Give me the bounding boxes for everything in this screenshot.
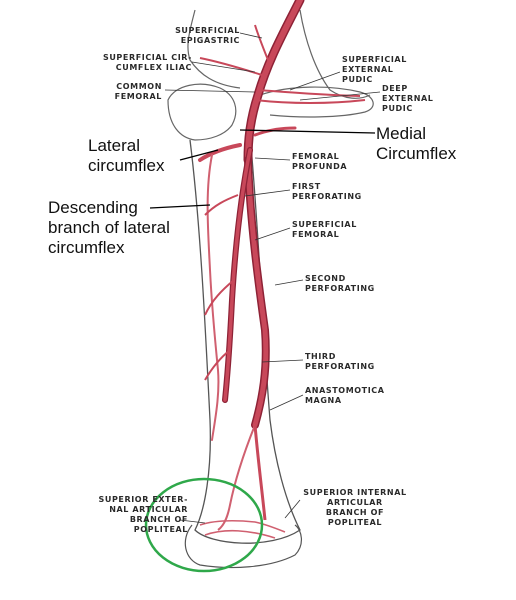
label-superficial-femoral: SUPERFICIAL FEMORAL [292,220,357,239]
second-perforating-artery [204,279,235,316]
label-anastomotica-magna: ANASTOMOTICA MAGNA [305,386,385,405]
label-superior-internal-articular: SUPERIOR INTERNAL ARTICULAR BRANCH OF PO… [303,488,407,527]
annotation-pointers [149,129,376,209]
pelvis-outline [187,9,371,99]
label-common-femoral: COMMON FEMORAL [114,82,162,101]
superficial-circumflex-iliac-artery [199,57,263,76]
label-superficial-circumflex-iliac: SUPERFICIAL CIR- CUMFLEX ILIAC [102,53,192,72]
knee-highlight-circle [144,477,264,573]
label-first-perforating: FIRST PERFORATING [292,182,362,201]
superficial-femoral-artery-fill [245,157,269,428]
femur-head-outline [167,83,237,141]
femur-condyle-outline [184,524,302,569]
label-superficial-external-pudic: SUPERFICIAL EXTERNAL PUDIC [342,55,407,84]
annotation-lateral-circumflex: Lateral circumflex [88,136,165,175]
pubis-outline [259,86,374,118]
superficial-epigastric-artery [254,24,269,61]
label-leaders [164,32,381,524]
anastomotica-magna-artery [217,424,256,531]
third-perforating-artery [204,349,231,381]
profunda-artery-fill [223,148,252,402]
medial-circumflex-artery [253,126,297,137]
label-superior-external-articular: SUPERIOR EXTER- NAL ARTICULAR BRANCH OF … [98,495,188,534]
descending-branch-artery [206,154,220,441]
popliteal-artery [253,424,267,521]
label-second-perforating: SECOND PERFORATING [305,274,375,293]
label-femoral-profunda: FEMORAL PROFUNDA [292,152,348,171]
external-pudic-arteries [254,89,366,104]
annotation-medial-circumflex: Medial Circumflex [376,124,457,163]
knee-anastomosis [199,519,286,539]
lateral-circumflex-artery [198,143,242,162]
common-femoral-artery-fill [245,0,303,163]
label-third-perforating: THIRD PERFORATING [305,352,375,371]
first-perforating-artery [204,194,239,216]
annotation-descending-branch: Descending branch of lateral circumflex [48,198,170,257]
label-superficial-epigastric: SUPERFICIAL EPIGASTRIC [175,26,240,45]
label-deep-external-pudic: DEEP EXTERNAL PUDIC [382,84,434,113]
